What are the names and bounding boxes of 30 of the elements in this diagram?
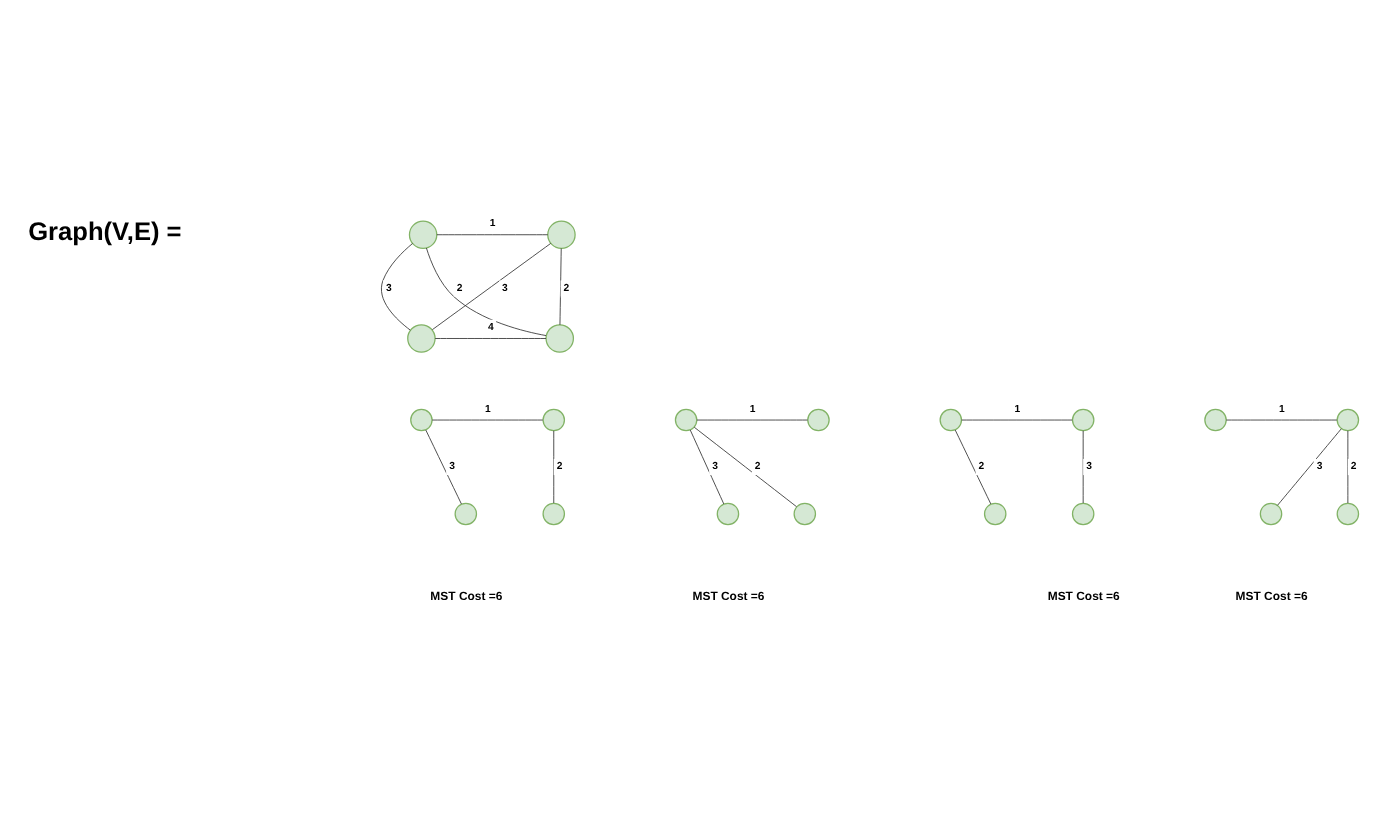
connector bbox=[559, 247, 562, 325]
connector bbox=[954, 428, 992, 504]
node-circle bbox=[1259, 501, 1283, 525]
node-circle bbox=[716, 501, 740, 525]
label: Graph(V,E) = bbox=[28, 215, 182, 246]
node-circle bbox=[1336, 501, 1360, 525]
node-circle bbox=[1204, 407, 1227, 431]
connector bbox=[434, 337, 547, 338]
connector bbox=[436, 233, 549, 235]
node-circle bbox=[542, 407, 566, 431]
node-circle bbox=[545, 323, 575, 352]
node-circle bbox=[1071, 501, 1095, 525]
connector bbox=[1347, 429, 1349, 503]
node-circle bbox=[674, 407, 698, 431]
node-circle bbox=[1336, 407, 1360, 431]
node-circle bbox=[542, 501, 566, 525]
node-circle bbox=[454, 501, 478, 525]
connector bbox=[693, 425, 797, 507]
connector bbox=[1082, 429, 1084, 503]
node-circle bbox=[407, 323, 436, 352]
node-circle bbox=[547, 219, 576, 249]
connector bbox=[1277, 427, 1342, 505]
node-circle bbox=[408, 219, 438, 249]
node-circle bbox=[983, 501, 1007, 525]
node-circle bbox=[807, 407, 830, 431]
node-circle bbox=[939, 407, 963, 431]
connector bbox=[553, 429, 555, 503]
node-circle bbox=[793, 501, 817, 525]
node-circle bbox=[410, 407, 433, 431]
node-circle bbox=[1071, 407, 1095, 431]
